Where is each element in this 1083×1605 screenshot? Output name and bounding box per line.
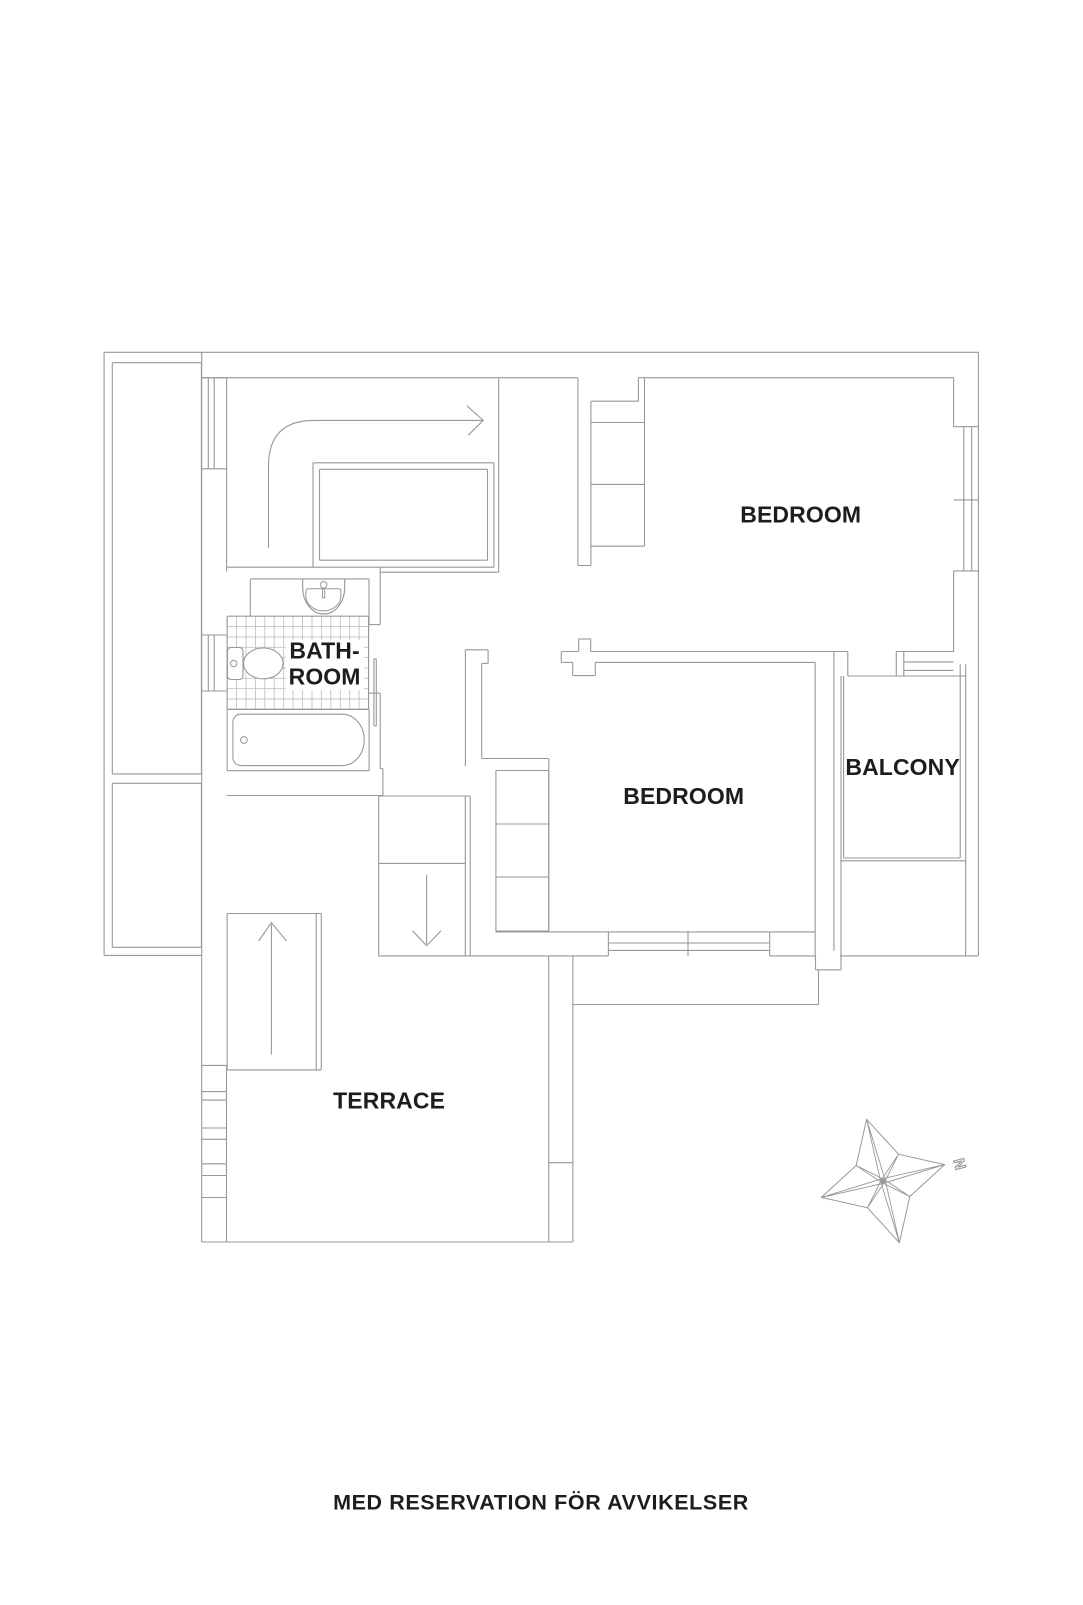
svg-text:MED RESERVATION FÖR AVVIKELSER: MED RESERVATION FÖR AVVIKELSER bbox=[333, 1490, 749, 1515]
svg-text:BEDROOM: BEDROOM bbox=[623, 783, 744, 809]
svg-text:N: N bbox=[950, 1157, 969, 1172]
svg-text:BATH-: BATH- bbox=[289, 638, 359, 664]
svg-text:BALCONY: BALCONY bbox=[845, 754, 959, 780]
svg-text:TERRACE: TERRACE bbox=[333, 1087, 445, 1113]
svg-text:BEDROOM: BEDROOM bbox=[740, 501, 861, 527]
svg-text:ROOM: ROOM bbox=[289, 663, 361, 689]
